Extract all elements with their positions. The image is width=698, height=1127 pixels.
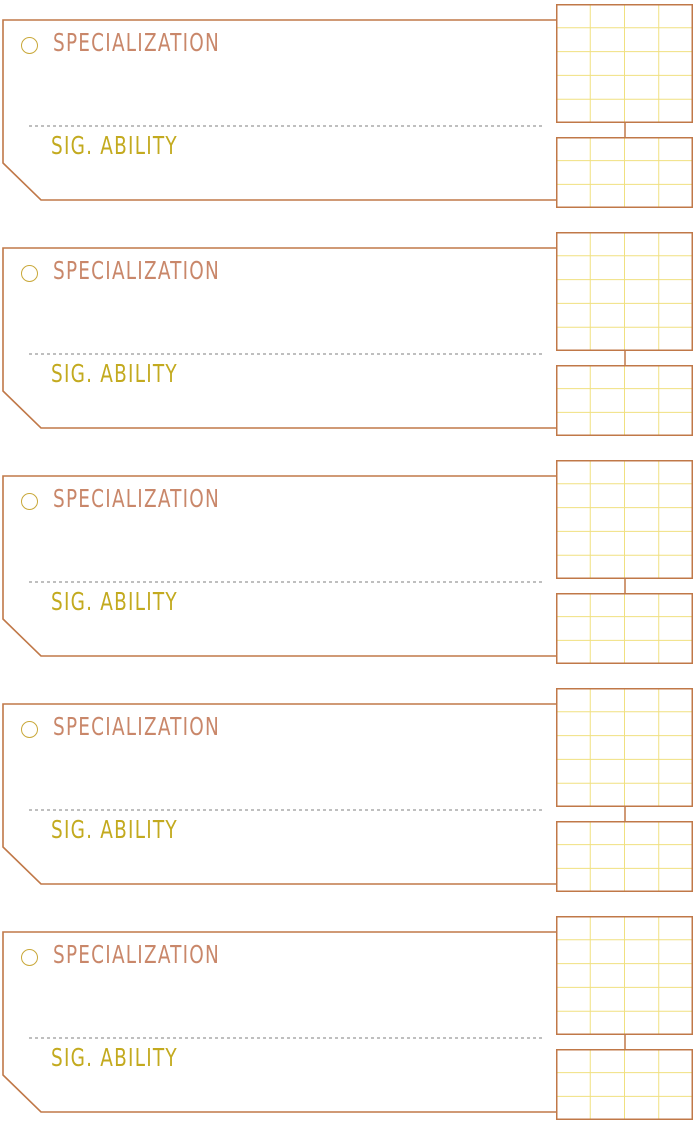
block-frame [2,475,626,657]
specialization-block: SPECIALIZATION SIG. ABILITY [0,0,698,210]
specialization-block: SPECIALIZATION SIG. ABILITY [0,912,698,1122]
sig-ability-grid[interactable] [556,593,693,664]
specialization-block: SPECIALIZATION SIG. ABILITY [0,684,698,894]
specialization-write-area[interactable] [240,486,540,566]
grid-border [556,688,693,807]
block-outline [2,931,556,1113]
grid-border [556,1049,693,1120]
specialization-block: SPECIALIZATION SIG. ABILITY [0,456,698,666]
specialization-write-area[interactable] [240,30,540,110]
sig-ability-write-area[interactable] [200,361,540,411]
specialization-checkbox-circle-icon[interactable] [21,949,38,966]
specialization-block: SPECIALIZATION SIG. ABILITY [0,228,698,438]
specialization-checkbox-circle-icon[interactable] [21,721,38,738]
grid-border [556,916,693,1035]
sig-ability-write-area[interactable] [200,133,540,183]
specialization-label: SPECIALIZATION [53,256,220,285]
grid-border [556,821,693,892]
sig-ability-label: SIG. ABILITY [51,587,178,616]
block-outline [2,475,556,657]
sig-ability-write-area[interactable] [200,1045,540,1095]
advancement-grid[interactable] [556,688,693,807]
sig-ability-grid[interactable] [556,137,693,208]
specialization-label: SPECIALIZATION [53,940,220,969]
block-outline [2,19,556,201]
sig-ability-label: SIG. ABILITY [51,1043,178,1072]
block-frame [2,19,626,201]
specialization-write-area[interactable] [240,942,540,1022]
specialization-label: SPECIALIZATION [53,484,220,513]
sig-ability-write-area[interactable] [200,817,540,867]
sig-ability-label: SIG. ABILITY [51,815,178,844]
block-outline [2,247,556,429]
grid-border [556,232,693,351]
specialization-checkbox-circle-icon[interactable] [21,265,38,282]
advancement-grid[interactable] [556,916,693,1035]
advancement-grid[interactable] [556,232,693,351]
specialization-label: SPECIALIZATION [53,712,220,741]
grid-border [556,137,693,208]
sig-ability-write-area[interactable] [200,589,540,639]
specialization-write-area[interactable] [240,714,540,794]
grid-border [556,593,693,664]
sig-ability-grid[interactable] [556,365,693,436]
specialization-checkbox-circle-icon[interactable] [21,493,38,510]
grid-border [556,4,693,123]
block-outline [2,703,556,885]
block-frame [2,931,626,1113]
block-frame [2,247,626,429]
specialization-label: SPECIALIZATION [53,28,220,57]
advancement-grid[interactable] [556,4,693,123]
advancement-grid[interactable] [556,460,693,579]
block-frame [2,703,626,885]
specialization-write-area[interactable] [240,258,540,338]
sig-ability-label: SIG. ABILITY [51,359,178,388]
sig-ability-grid[interactable] [556,1049,693,1120]
sig-ability-grid[interactable] [556,821,693,892]
grid-border [556,460,693,579]
grid-border [556,365,693,436]
specialization-checkbox-circle-icon[interactable] [21,37,38,54]
sig-ability-label: SIG. ABILITY [51,131,178,160]
